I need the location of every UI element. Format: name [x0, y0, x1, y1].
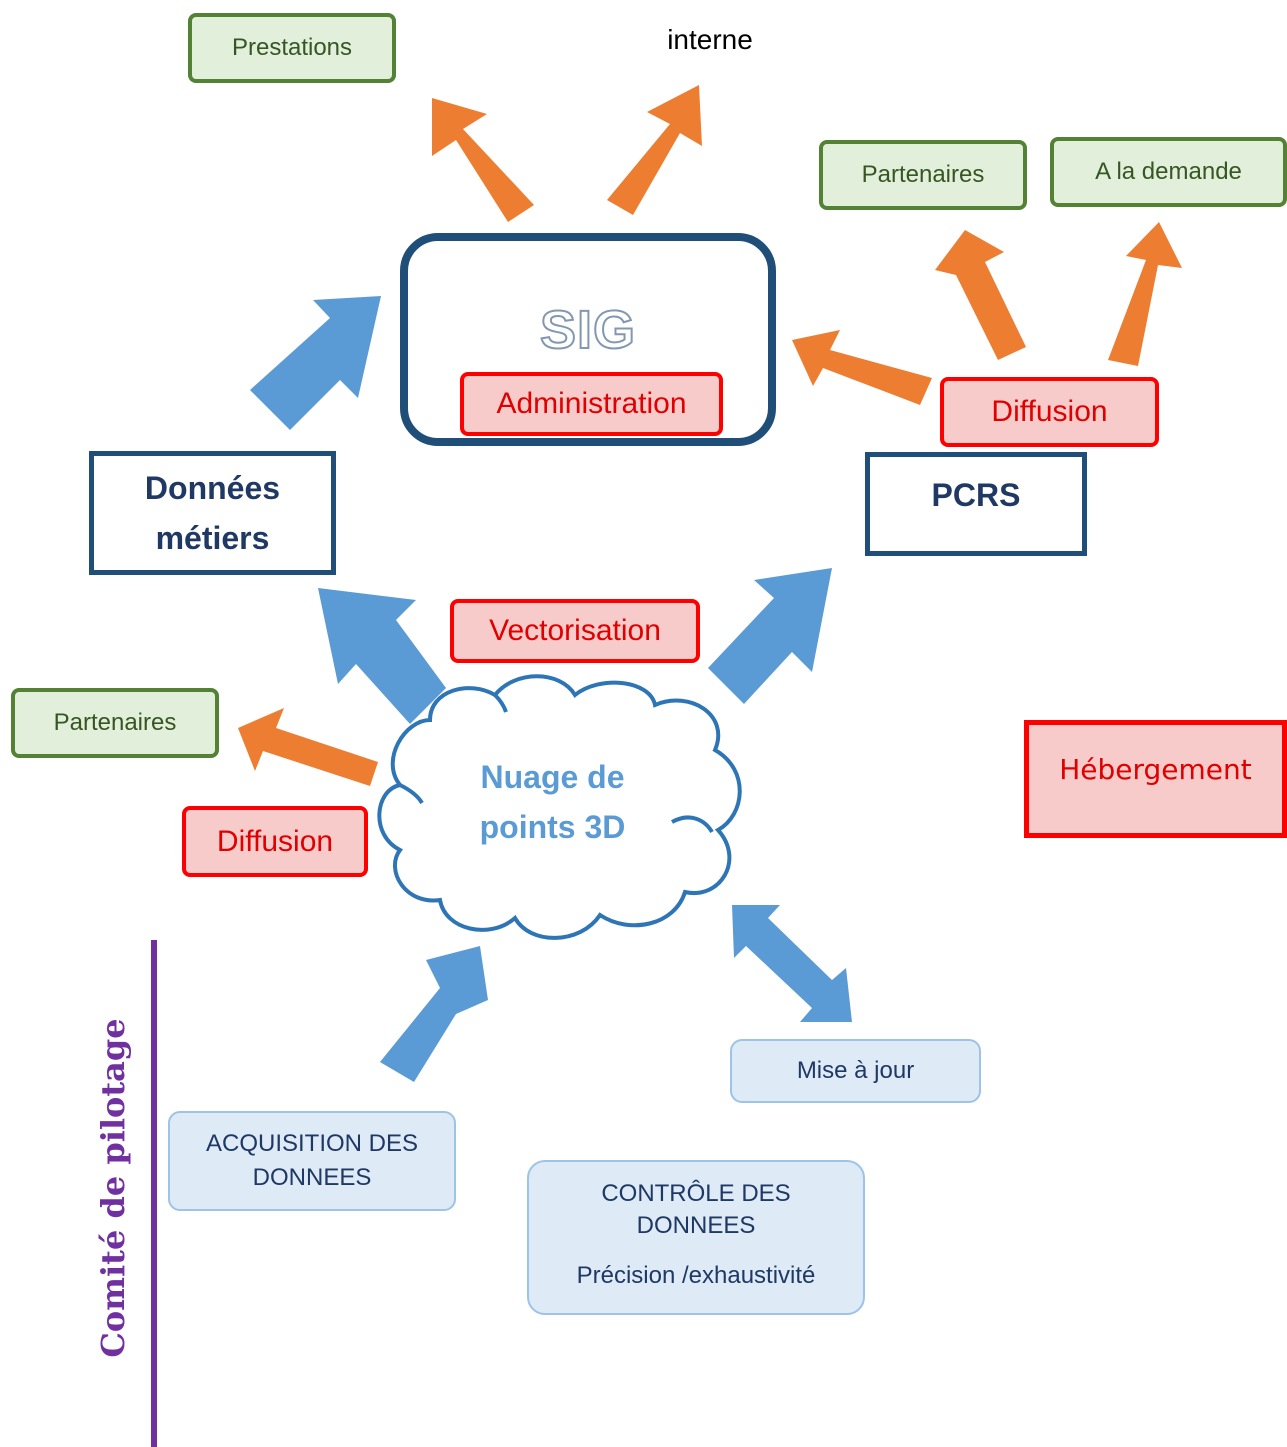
partenaires-left-label: Partenaires	[53, 709, 177, 736]
arrow-sig-to-interne	[607, 85, 702, 215]
diffusion-right-label: Diffusion	[991, 395, 1108, 428]
controle-line3: Précision /exhaustivité	[576, 1262, 816, 1289]
arrow-acquisition-to-nuage	[380, 946, 488, 1082]
hebergement-box: Hébergement	[1024, 720, 1287, 838]
nuage-line1: Nuage de	[480, 759, 625, 795]
arrow-donnees-to-sig	[250, 296, 381, 430]
administration-box: Administration	[460, 372, 723, 436]
donnees-metiers-line1: Données	[144, 470, 281, 506]
acquisition-line2: DONNEES	[252, 1164, 372, 1191]
orange-arrows	[238, 85, 1182, 786]
diffusion-right-box: Diffusion	[940, 377, 1159, 447]
comite-label: Comité de pilotage	[94, 1018, 132, 1358]
nuage-line2: points 3D	[479, 809, 626, 845]
diffusion-left-label: Diffusion	[216, 824, 334, 858]
vectorisation-box: Vectorisation	[450, 599, 700, 663]
arrow-diffusion-to-sig	[792, 330, 932, 405]
donnees-metiers-line2: métiers	[155, 520, 270, 556]
donnees-metiers-box: Données métiers	[89, 451, 336, 575]
arrow-diffusion-to-a-la-demande	[1108, 222, 1182, 366]
diffusion-left-box: Diffusion	[182, 806, 368, 877]
controle-box: CONTRÔLE DES DONNEES Précision /exhausti…	[527, 1160, 865, 1315]
partenaires-left-box: Partenaires	[11, 688, 219, 758]
cloud-inner-curve-3	[493, 693, 508, 713]
arrow-nuage-to-partenaires	[238, 708, 378, 786]
acquisition-box: ACQUISITION DES DONNEES	[168, 1111, 456, 1211]
mise-a-jour-label: Mise à jour	[796, 1057, 915, 1084]
cloud-inner-curve-2	[671, 815, 714, 834]
administration-label: Administration	[496, 387, 687, 420]
sig-title: SIG	[539, 299, 637, 361]
pcrs-box: PCRS	[865, 452, 1087, 556]
blue-arrows	[250, 296, 852, 1082]
arrow-nuage-to-pcrs	[708, 568, 832, 704]
interne-label: interne	[667, 24, 753, 55]
arrow-nuage-to-donnees	[318, 588, 446, 724]
nuage-label: Nuage de points 3D	[440, 752, 665, 852]
partenaires-top-label: Partenaires	[861, 161, 985, 188]
controle-line1: CONTRÔLE DES	[601, 1180, 791, 1207]
prestations-label: Prestations	[231, 34, 353, 61]
arrow-diffusion-to-partenaires	[935, 230, 1026, 360]
partenaires-top-box: Partenaires	[819, 140, 1027, 210]
a-la-demande-box: A la demande	[1050, 137, 1287, 207]
controle-line2: DONNEES	[636, 1212, 756, 1239]
vectorisation-label: Vectorisation	[489, 614, 661, 647]
hebergement-label: Hébergement	[1059, 753, 1252, 786]
prestations-box: Prestations	[188, 13, 396, 83]
a-la-demande-label: A la demande	[1095, 158, 1242, 185]
cloud-shape	[377, 674, 742, 940]
pcrs-label: PCRS	[931, 477, 1021, 513]
mise-a-jour-box: Mise à jour	[730, 1039, 981, 1103]
arrow-nuage-mise-a-jour	[732, 905, 852, 1022]
cloud-inner-curve-1	[399, 783, 424, 805]
acquisition-line1: ACQUISITION DES	[205, 1130, 419, 1157]
arrow-sig-to-prestations	[432, 98, 534, 222]
